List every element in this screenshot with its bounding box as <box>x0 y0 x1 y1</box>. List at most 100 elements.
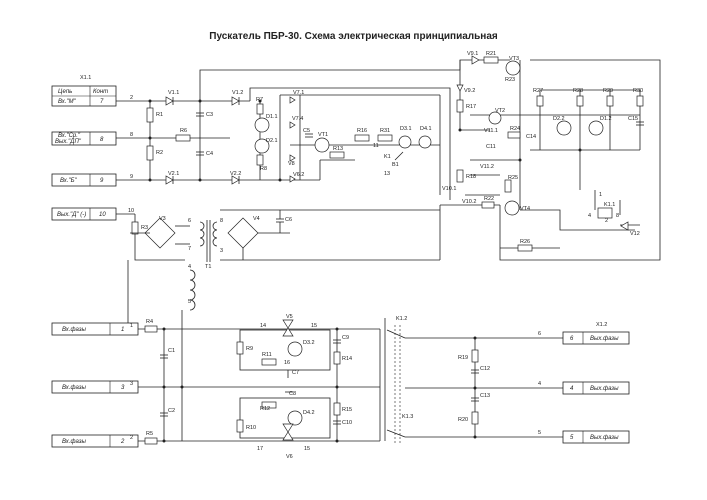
svg-text:V7.1: V7.1 <box>293 90 304 96</box>
resistor-r7 <box>256 103 264 115</box>
svg-text:1: 1 <box>121 327 124 333</box>
optocoupler-d4-1 <box>418 135 432 149</box>
phase-input-connectors: Вх.фазы 1 Вх.фазы 3 Вх.фазы 2 <box>51 322 139 448</box>
resistor-r1 <box>146 107 154 123</box>
diode-bridge-v3 <box>144 217 176 249</box>
resistor-r28 <box>576 95 584 107</box>
svg-text:2: 2 <box>605 218 608 224</box>
resistor-r14 <box>333 351 341 365</box>
svg-text:3: 3 <box>130 381 133 387</box>
resistor-r12 <box>261 401 277 409</box>
resistor-r21 <box>483 56 499 64</box>
optocoupler-d4-2 <box>287 410 303 426</box>
svg-text:16: 16 <box>284 360 290 366</box>
svg-text:D2.2: D2.2 <box>553 116 565 122</box>
transformer-t1-primary <box>199 221 205 247</box>
diode-v8 <box>289 154 296 162</box>
svg-text:5: 5 <box>188 299 191 305</box>
upper-components: R1 R2 R6 V1.1 V2.1 C3 C4 V1.2 <box>146 51 644 252</box>
svg-text:VT1: VT1 <box>318 132 328 138</box>
resistor-r18 <box>456 169 464 183</box>
svg-text:V3: V3 <box>159 216 166 222</box>
svg-text:V10.2: V10.2 <box>462 199 476 205</box>
svg-text:VT3: VT3 <box>509 56 519 62</box>
control-wiring <box>116 59 661 261</box>
svg-text:R30: R30 <box>633 88 643 94</box>
svg-text:K1.2: K1.2 <box>396 316 407 322</box>
svg-text:R11: R11 <box>262 352 272 358</box>
resistor-r10 <box>236 419 244 433</box>
svg-text:1: 1 <box>130 323 133 329</box>
row-d-contact: 10 <box>99 212 106 218</box>
svg-text:Вх.фазы: Вх.фазы <box>62 385 86 391</box>
svg-text:R4: R4 <box>146 319 153 325</box>
svg-text:V10.1: V10.1 <box>442 186 456 192</box>
optocoupler-d2-2 <box>556 120 572 136</box>
header-circuit: Цепь <box>58 89 72 95</box>
svg-text:C5: C5 <box>303 128 310 134</box>
svg-text:8: 8 <box>130 132 133 138</box>
svg-text:V6.2: V6.2 <box>293 172 304 178</box>
svg-text:X1.2: X1.2 <box>596 322 607 328</box>
svg-text:C12: C12 <box>480 366 490 372</box>
svg-text:R26: R26 <box>520 239 530 245</box>
svg-text:10: 10 <box>128 208 134 214</box>
svg-text:4: 4 <box>538 381 541 387</box>
svg-text:8: 8 <box>220 218 223 224</box>
svg-text:R31: R31 <box>380 128 390 134</box>
svg-text:C3: C3 <box>206 112 213 118</box>
svg-text:5: 5 <box>570 435 574 441</box>
resistor-r8 <box>256 154 264 166</box>
row-d-circuit: Вых."Д" (-) <box>57 212 86 218</box>
svg-text:5: 5 <box>538 430 541 436</box>
svg-text:V8: V8 <box>288 161 295 167</box>
svg-text:V9.2: V9.2 <box>464 88 475 94</box>
transistor-vt1 <box>314 137 330 153</box>
svg-text:Вых.фазы: Вых.фазы <box>590 435 619 441</box>
resistor-r5 <box>144 437 158 445</box>
svg-text:1: 1 <box>599 192 602 198</box>
svg-text:R29: R29 <box>603 88 613 94</box>
page-title: Пускатель ПБР-30. Схема электрическая пр… <box>209 31 498 42</box>
svg-text:7: 7 <box>188 246 191 252</box>
svg-text:C8: C8 <box>289 391 296 397</box>
diode-v7-4 <box>289 121 296 129</box>
svg-text:D3.1: D3.1 <box>400 126 412 132</box>
diode-v2-1 <box>165 175 174 185</box>
svg-text:C2: C2 <box>168 408 175 414</box>
svg-text:C7: C7 <box>292 370 299 376</box>
svg-text:17: 17 <box>257 446 263 452</box>
svg-text:2: 2 <box>130 435 133 441</box>
svg-text:8: 8 <box>616 213 619 219</box>
svg-text:2: 2 <box>130 95 133 101</box>
svg-text:V1.1: V1.1 <box>168 90 179 96</box>
row-m-circuit: Вх."М" <box>58 99 77 105</box>
svg-text:K1.3: K1.3 <box>402 414 413 420</box>
svg-text:V6: V6 <box>286 454 293 460</box>
svg-text:V1.2: V1.2 <box>232 90 243 96</box>
row-b-contact: 9 <box>100 178 104 184</box>
svg-text:T1: T1 <box>205 264 211 270</box>
svg-text:V4: V4 <box>253 216 260 222</box>
resistor-r13 <box>329 151 345 159</box>
svg-text:R23: R23 <box>505 77 515 83</box>
optocoupler-d3-1 <box>398 135 412 149</box>
svg-text:9: 9 <box>130 174 133 180</box>
svg-text:Вх.фазы: Вх.фазы <box>62 327 86 333</box>
svg-text:3: 3 <box>220 248 223 254</box>
pin-numbers: 2 8 9 10 1 3 2 <box>128 95 134 441</box>
svg-text:R2: R2 <box>156 150 163 156</box>
svg-text:R14: R14 <box>342 356 352 362</box>
resistor-r16 <box>354 134 370 142</box>
svg-text:R27: R27 <box>533 88 543 94</box>
svg-text:V11.2: V11.2 <box>480 164 494 170</box>
diode-v1-2 <box>231 96 240 106</box>
svg-text:C10: C10 <box>342 420 352 426</box>
row-b-circuit: Вх."Б" <box>60 178 78 184</box>
svg-text:11: 11 <box>373 143 379 149</box>
svg-text:D2.1: D2.1 <box>266 138 278 144</box>
svg-text:R3: R3 <box>141 225 148 231</box>
svg-text:R9: R9 <box>246 346 253 352</box>
svg-text:15: 15 <box>304 446 310 452</box>
svg-text:14: 14 <box>260 323 266 329</box>
